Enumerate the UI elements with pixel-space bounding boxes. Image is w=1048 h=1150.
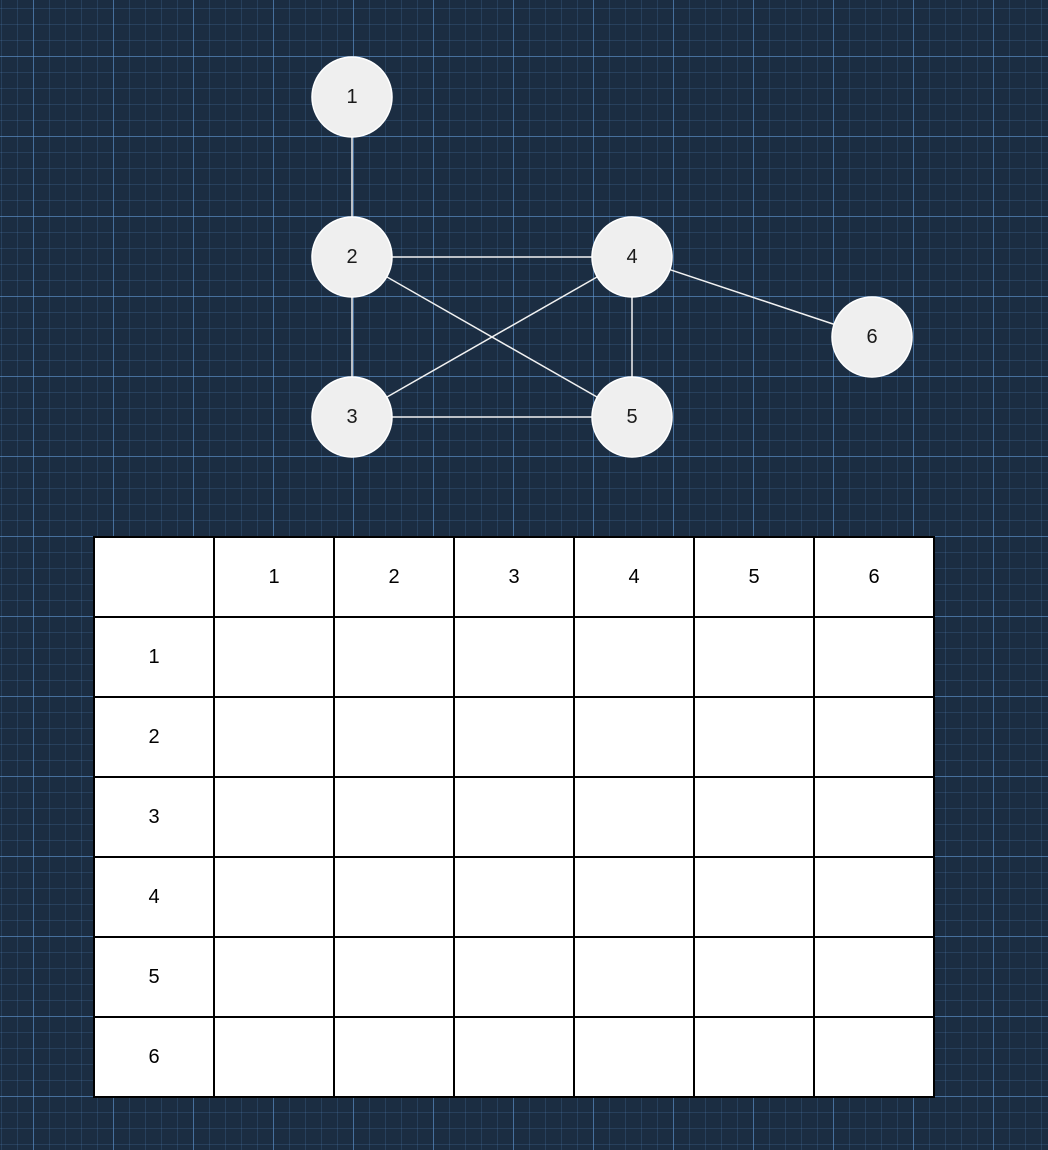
node-circle: [311, 216, 393, 298]
matrix-row: 2: [93, 696, 935, 778]
matrix-cell[interactable]: [573, 936, 695, 1018]
matrix-row: 5: [93, 936, 935, 1018]
matrix-corner-cell: [93, 536, 215, 618]
adjacency-matrix-table: 1 2 3 4 5 6 1 2 3: [93, 536, 935, 1098]
matrix-cell[interactable]: [693, 936, 815, 1018]
matrix-cell[interactable]: [213, 776, 335, 858]
matrix-cell[interactable]: [333, 936, 455, 1018]
matrix-row: 3: [93, 776, 935, 858]
matrix-column-header: 4: [573, 536, 695, 618]
matrix-cell[interactable]: [333, 696, 455, 778]
matrix-cell[interactable]: [333, 616, 455, 698]
matrix-column-header: 1: [213, 536, 335, 618]
node-6[interactable]: 6: [831, 296, 913, 378]
matrix-cell[interactable]: [333, 856, 455, 938]
node-1[interactable]: 1: [311, 56, 393, 138]
matrix-row: 6: [93, 1016, 935, 1098]
matrix-column-header: 3: [453, 536, 575, 618]
matrix-cell[interactable]: [813, 696, 935, 778]
node-label: 4: [626, 246, 637, 268]
matrix-cell[interactable]: [693, 616, 815, 698]
node-label: 3: [346, 406, 357, 428]
matrix-cell[interactable]: [813, 856, 935, 938]
matrix-row: 1: [93, 616, 935, 698]
matrix-row-header: 6: [93, 1016, 215, 1098]
matrix-body: 1 2 3 4: [93, 616, 935, 1098]
matrix-cell[interactable]: [453, 776, 575, 858]
node-circle: [591, 376, 673, 458]
node-circle: [311, 376, 393, 458]
matrix-row-header: 1: [93, 616, 215, 698]
matrix-cell[interactable]: [573, 616, 695, 698]
matrix-cell[interactable]: [573, 1016, 695, 1098]
node-label: 1: [346, 86, 357, 108]
matrix-cell[interactable]: [573, 856, 695, 938]
node-3[interactable]: 3: [311, 376, 393, 458]
matrix-row: 4: [93, 856, 935, 938]
edge-4-6: [631, 256, 873, 338]
matrix-row-header: 2: [93, 696, 215, 778]
matrix-row-header: 5: [93, 936, 215, 1018]
node-label: 5: [626, 406, 637, 428]
matrix-cell[interactable]: [453, 936, 575, 1018]
matrix-header-row: 1 2 3 4 5 6: [93, 536, 935, 618]
matrix-header: 1 2 3 4 5 6: [93, 536, 935, 618]
matrix-row-header: 3: [93, 776, 215, 858]
node-circle: [591, 216, 673, 298]
node-circle: [311, 56, 393, 138]
matrix-cell[interactable]: [333, 776, 455, 858]
matrix-cell[interactable]: [213, 616, 335, 698]
matrix-cell[interactable]: [693, 856, 815, 938]
matrix-cell[interactable]: [333, 1016, 455, 1098]
matrix-column-header: 5: [693, 536, 815, 618]
matrix-column-header: 6: [813, 536, 935, 618]
node-label: 2: [346, 246, 357, 268]
matrix-cell[interactable]: [213, 696, 335, 778]
matrix-cell[interactable]: [813, 776, 935, 858]
graph-nodes: 1 2 3 4 5 6: [311, 56, 913, 458]
edge-3-4: [351, 256, 633, 418]
node-5[interactable]: 5: [591, 376, 673, 458]
matrix-cell[interactable]: [693, 696, 815, 778]
matrix-cell[interactable]: [813, 936, 935, 1018]
matrix-row-header: 4: [93, 856, 215, 938]
matrix-cell[interactable]: [693, 776, 815, 858]
matrix-cell[interactable]: [693, 1016, 815, 1098]
matrix-cell[interactable]: [573, 696, 695, 778]
matrix-cell[interactable]: [453, 616, 575, 698]
matrix-cell[interactable]: [813, 616, 935, 698]
node-label: 6: [866, 326, 877, 348]
matrix-cell[interactable]: [573, 776, 695, 858]
matrix-cell[interactable]: [213, 1016, 335, 1098]
matrix-cell[interactable]: [213, 856, 335, 938]
matrix-column-header: 2: [333, 536, 455, 618]
matrix-cell[interactable]: [453, 696, 575, 778]
node-circle: [831, 296, 913, 378]
matrix-cell[interactable]: [453, 1016, 575, 1098]
matrix-cell[interactable]: [813, 1016, 935, 1098]
graph-diagram: 1 2 3 4 5 6: [311, 56, 913, 458]
node-2[interactable]: 2: [311, 216, 393, 298]
matrix-cell[interactable]: [453, 856, 575, 938]
matrix-cell[interactable]: [213, 936, 335, 1018]
node-4[interactable]: 4: [591, 216, 673, 298]
